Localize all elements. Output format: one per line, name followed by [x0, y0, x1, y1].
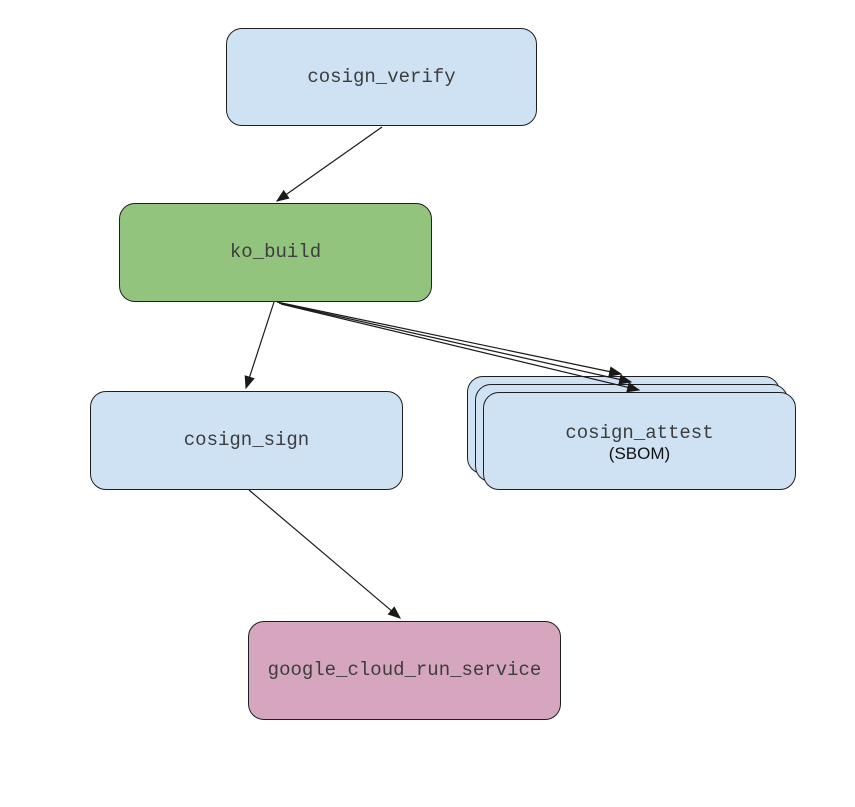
edge-cosign-sign-to-google-cloud-run-service	[248, 489, 402, 619]
node-label: cosign_verify	[307, 65, 456, 88]
node-cosign-sign: cosign_sign	[90, 391, 403, 490]
stack-layer-front: cosign_attest (SBOM)	[483, 392, 796, 490]
node-label: cosign_sign	[183, 429, 310, 451]
edge-ko-build-to-cosign-attest-middle	[278, 302, 633, 385]
node-google-cloud-run-service: google_cloud_run_service	[248, 621, 561, 720]
node-label: cosign_attest	[565, 421, 714, 444]
node-cosign-verify: cosign_verify	[226, 28, 537, 126]
node-label: ko_build	[229, 241, 322, 263]
node-label: google_cloud_run_service	[267, 659, 542, 681]
node-cosign-attest-stack: cosign_attest (SBOM)	[467, 376, 796, 490]
edge-cosign-verify-to-ko-build	[275, 126, 383, 202]
node-sublabel: (SBOM)	[608, 443, 671, 463]
edge-ko-build-to-cosign-attest-back	[276, 301, 623, 377]
edge-ko-build-to-cosign-sign	[244, 301, 275, 390]
node-ko-build: ko_build	[119, 203, 432, 302]
